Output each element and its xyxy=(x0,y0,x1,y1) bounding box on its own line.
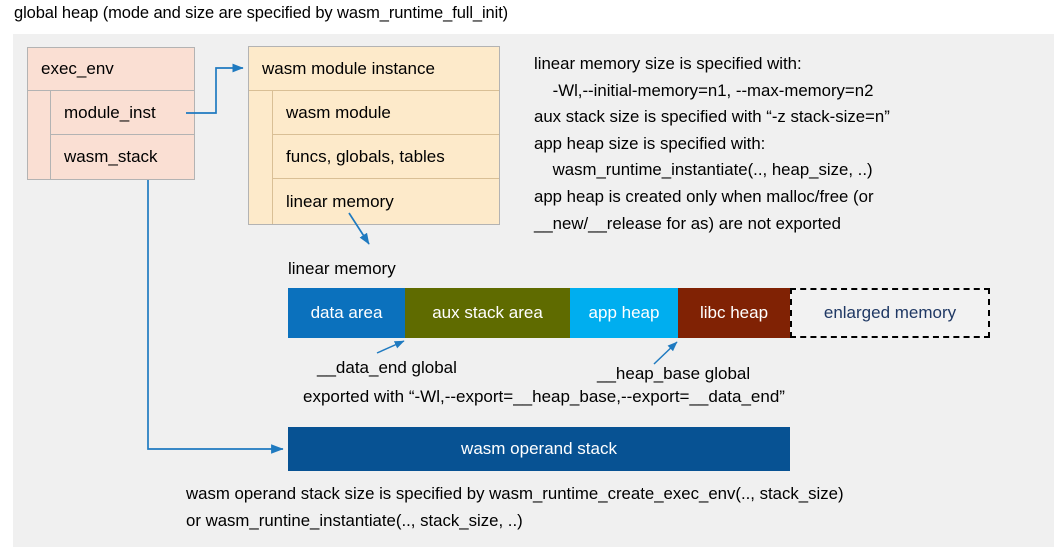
exec-env-rows: module_inst wasm_stack xyxy=(51,91,194,179)
annotation-data-end: __data_end global xyxy=(317,358,457,377)
exec-env-field-wasm-stack: wasm_stack xyxy=(64,147,158,166)
exec-env-header: exec_env xyxy=(28,48,194,91)
wasm-module-instance-rows: wasm module funcs, globals, tables linea… xyxy=(273,91,499,224)
memory-segment-aux-stack-area: aux stack area xyxy=(405,288,570,338)
field-funcs-globals-tables: funcs, globals, tables xyxy=(273,135,499,179)
operand-stack-notes: wasm operand stack size is specified by … xyxy=(186,484,844,530)
page-title: global heap (mode and size are specified… xyxy=(14,4,509,22)
memory-segment-data-area: data area xyxy=(288,288,405,338)
memory-segment-libc-heap: libc heap xyxy=(678,288,790,338)
wasm-module-instance-header: wasm module instance xyxy=(249,47,499,91)
linear-memory-notes: linear memory size is specified with: -W… xyxy=(534,54,890,233)
field-wasm-module: wasm module xyxy=(273,91,499,135)
exec-env-body: module_inst wasm_stack xyxy=(28,91,194,179)
wasm-operand-stack-box: wasm operand stack xyxy=(288,427,790,471)
exec-env-box: exec_env module_inst wasm_stack xyxy=(27,47,195,180)
memory-segment-enlarged-memory: enlarged memory xyxy=(790,288,990,338)
field-linear-memory: linear memory xyxy=(286,191,394,211)
wasm-module-instance-gutter xyxy=(249,91,273,224)
wasm-module-instance-body: wasm module funcs, globals, tables linea… xyxy=(249,91,499,224)
memory-segment-app-heap: app heap xyxy=(570,288,678,338)
annotation-exported-with: exported with “-Wl,--export=__heap_base,… xyxy=(303,387,785,406)
wasm-module-instance-box: wasm module instance wasm module funcs, … xyxy=(248,46,500,225)
exec-env-gutter xyxy=(28,91,51,179)
annotation-heap-base: __heap_base global xyxy=(597,364,751,383)
linear-memory-strip-label: linear memory xyxy=(288,259,396,278)
exec-env-field-module-inst: module_inst xyxy=(51,91,194,135)
